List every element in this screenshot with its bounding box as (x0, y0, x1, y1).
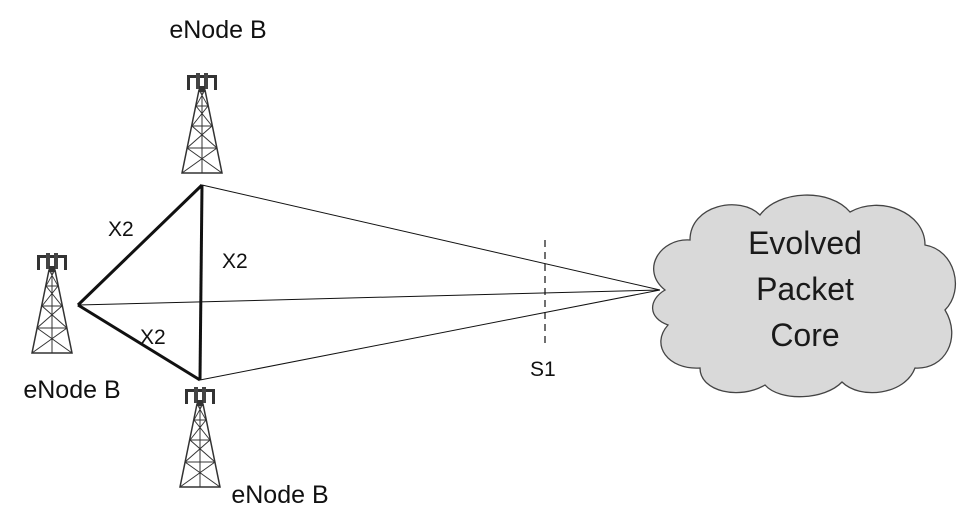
x2-label-left-bottom: X2 (140, 326, 166, 349)
x2-label-top-bottom: X2 (222, 250, 248, 273)
evolved-packet-core-cloud: Evolved Packet Core (651, 194, 956, 398)
s1-label: S1 (530, 358, 556, 381)
core-label-line-3: Core (770, 317, 839, 353)
enodeb-label-bottom: eNode B (231, 481, 328, 505)
s1-link-bottom (199, 289, 661, 381)
core-label-line-2: Packet (756, 271, 854, 307)
enodeb-label-top: eNode B (169, 16, 266, 44)
enodeb-label-left: eNode B (23, 376, 120, 404)
cloud-shape (651, 194, 956, 398)
s1-link-top (201, 184, 661, 291)
x2-link-top-bottom (198, 184, 204, 381)
enodeb-tower-top (181, 72, 223, 174)
enodeb-tower-left (31, 252, 73, 354)
x2-link-left-top (76, 183, 204, 307)
s1-link-left (77, 289, 661, 306)
x2-label-left-top: X2 (108, 218, 134, 241)
enodeb-tower-bottom (179, 386, 221, 488)
core-label-line-1: Evolved (748, 225, 862, 261)
x2-link-left-bottom (77, 303, 201, 382)
